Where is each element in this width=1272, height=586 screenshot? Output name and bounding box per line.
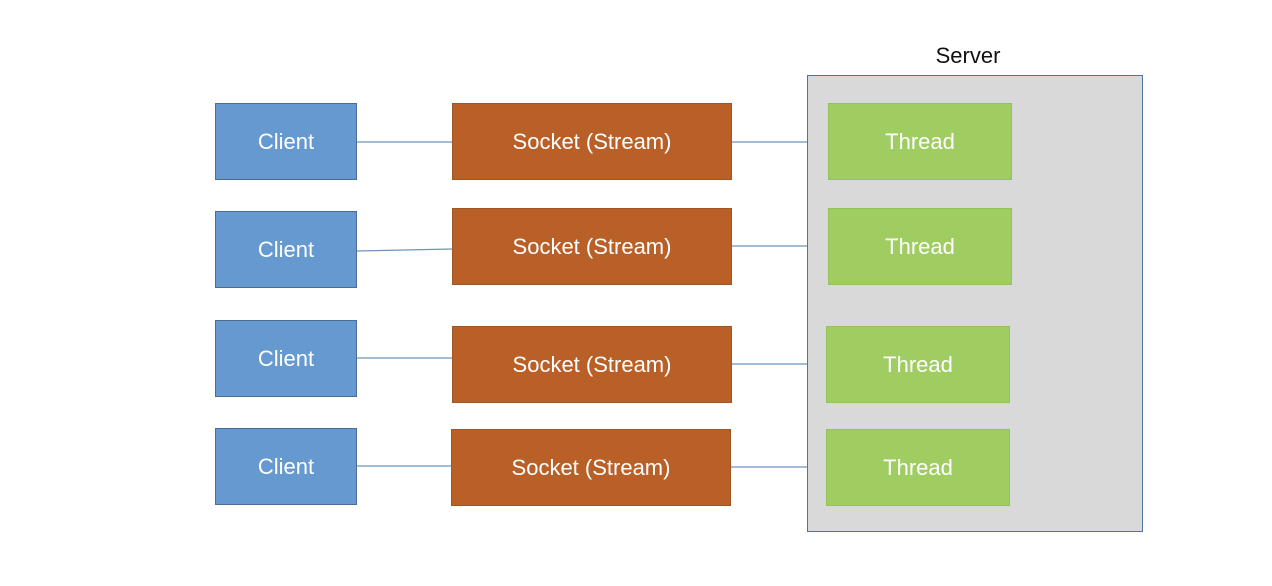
socket-box-3: Socket (Stream) xyxy=(452,326,732,403)
thread-box-1: Thread xyxy=(828,103,1012,180)
thread-box-3: Thread xyxy=(826,326,1010,403)
thread-box-4: Thread xyxy=(826,429,1010,506)
client-box-3: Client xyxy=(215,320,357,397)
socket-box-4: Socket (Stream) xyxy=(451,429,731,506)
client-box-1: Client xyxy=(215,103,357,180)
socket-box-2: Socket (Stream) xyxy=(452,208,732,285)
thread-box-2: Thread xyxy=(828,208,1012,285)
client-box-2: Client xyxy=(215,211,357,288)
client-box-4: Client xyxy=(215,428,357,505)
socket-box-1: Socket (Stream) xyxy=(452,103,732,180)
server-title: Server xyxy=(935,43,1001,68)
client-socket-link-2 xyxy=(356,248,453,252)
